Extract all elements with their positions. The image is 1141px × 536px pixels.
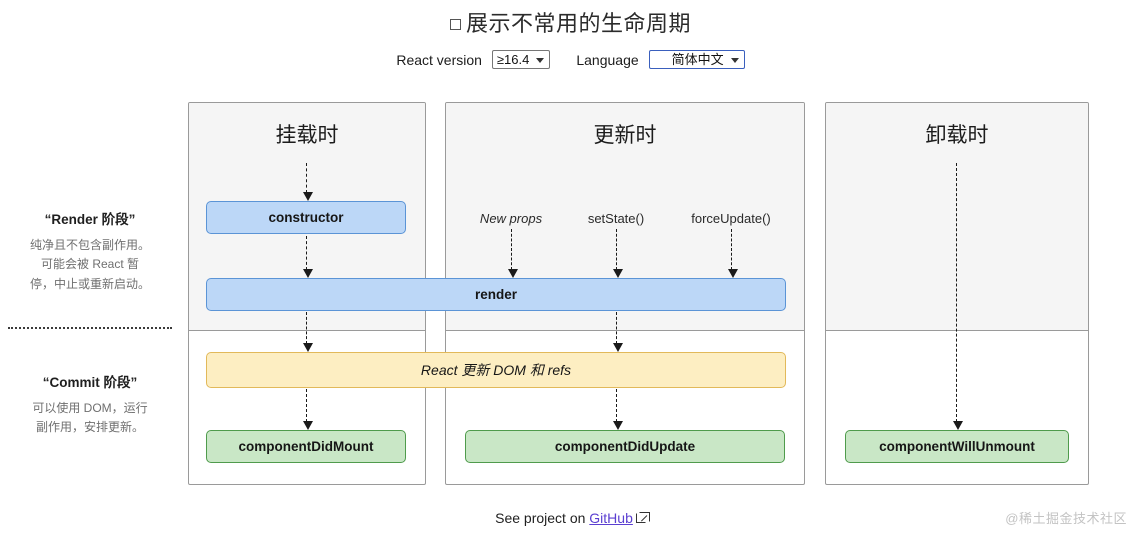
legend-commit-line-1: 可以使用 DOM，运行 [32, 401, 148, 415]
legend-render-phase: “Render 阶段” 纯净且不包含副作用。 可能会被 React 暂 停，中止… [0, 208, 180, 294]
react-version-label: React version [396, 52, 482, 68]
legend-commit-line-2: 副作用，安排更新。 [35, 420, 144, 435]
node-component-did-mount[interactable]: componentDidMount [206, 430, 406, 463]
legend-commit-phase-title: “Commit 阶段” [42, 375, 138, 390]
controls-bar: React version ≥16.4 Language 简体中文 [0, 50, 1141, 70]
panel-unmounting-title: 卸载时 [925, 124, 989, 147]
legend-commit-phase: “Commit 阶段” 可以使用 DOM，运行 副作用，安排更新。 [0, 371, 180, 438]
page-title: 展示不常用的生命周期 [0, 6, 1141, 38]
arrow-to-constructor [302, 163, 313, 201]
arrow-commit-dom-to-did-update [612, 389, 623, 430]
language-select[interactable]: 简体中文 [648, 50, 745, 69]
unchecked-box-icon [449, 19, 461, 30]
language-select-wrap[interactable]: 简体中文 [648, 50, 745, 70]
panel-mounting-title: 挂载时 [275, 124, 339, 147]
panel-updating-title: 更新时 [593, 124, 657, 147]
panel-unmounting-render-section [826, 103, 1088, 331]
watermark: @稀土掘金技术社区 [1005, 511, 1127, 526]
page-title-text: 展示不常用的生命周期 [465, 11, 691, 36]
node-render[interactable]: render [206, 278, 786, 311]
react-version-select[interactable]: ≥16.4 [491, 50, 551, 69]
legend-render-phase-title: “Render 阶段” [44, 212, 136, 227]
arrow-new-props-to-render [507, 229, 518, 278]
legend-commit-phase-body: 可以使用 DOM，运行 副作用，安排更新。 [0, 399, 180, 438]
footer: See project on GitHub [0, 510, 1141, 526]
arrow-to-will-unmount [952, 163, 963, 430]
arrow-forceupdate-to-render [727, 229, 738, 278]
footer-text: See project on [495, 510, 586, 526]
legend-render-phase-body: 纯净且不包含副作用。 可能会被 React 暂 停，中止或重新启动。 [0, 236, 180, 294]
node-component-will-unmount[interactable]: componentWillUnmount [845, 430, 1069, 463]
arrow-render-to-commit-dom-update [612, 312, 623, 352]
external-link-icon [635, 512, 650, 523]
node-react-updates-dom-and-refs[interactable]: React 更新 DOM 和 refs [206, 352, 786, 388]
node-constructor[interactable]: constructor [206, 201, 406, 234]
legend-render-line-1: 纯净且不包含副作用。 [29, 238, 150, 252]
react-version-select-wrap[interactable]: ≥16.4 [491, 50, 551, 70]
trigger-new-props: New props [479, 211, 543, 226]
legend-render-line-3: 停，中止或重新启动。 [29, 276, 150, 291]
node-component-did-update[interactable]: componentDidUpdate [465, 430, 785, 463]
arrow-commit-dom-to-did-mount [302, 389, 313, 430]
legend-divider [8, 327, 172, 329]
legend-render-line-2: 可能会被 React 暂 [40, 257, 140, 272]
trigger-set-state: setState() [587, 211, 645, 226]
arrow-constructor-to-render [302, 236, 313, 278]
arrow-setstate-to-render [612, 229, 623, 278]
github-link[interactable]: GitHub [589, 510, 633, 526]
arrow-render-to-commit-dom-mount [302, 312, 313, 352]
language-label: Language [576, 52, 639, 68]
trigger-force-update: forceUpdate() [691, 211, 771, 226]
